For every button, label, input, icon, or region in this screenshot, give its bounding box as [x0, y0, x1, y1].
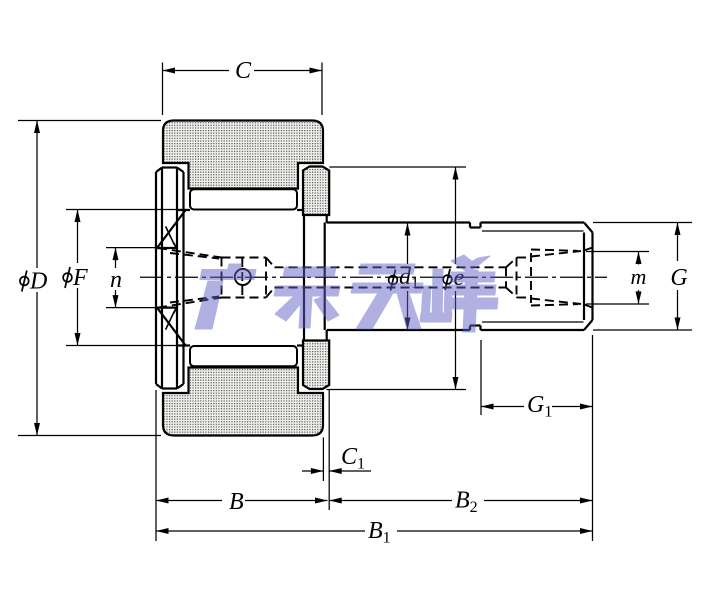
svg-text:m: m	[631, 264, 647, 289]
svg-text:G: G	[670, 265, 687, 291]
svg-text:B: B	[229, 489, 244, 515]
svg-text:C: C	[235, 58, 252, 84]
svg-text:F: F	[72, 265, 88, 291]
svg-text:e: e	[454, 265, 465, 291]
svg-text:D: D	[29, 269, 47, 295]
svg-text:n: n	[110, 267, 122, 293]
